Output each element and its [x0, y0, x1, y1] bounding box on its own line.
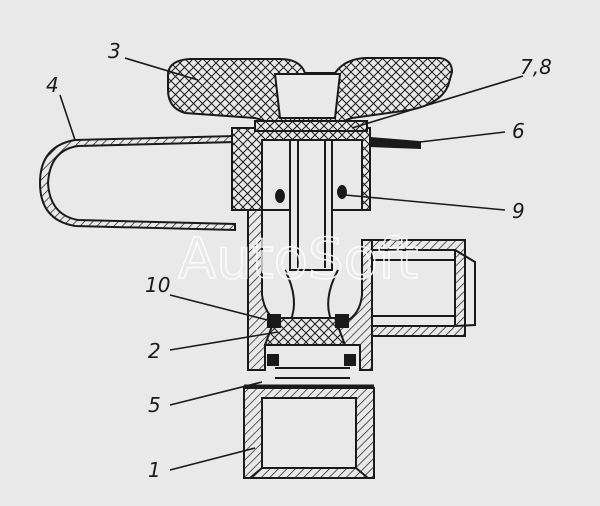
callout-1: 1: [148, 458, 161, 482]
gasket-7-8: [254, 120, 368, 132]
callout-9: 9: [512, 199, 525, 223]
watermark: AutoSoft: [178, 227, 419, 292]
callout-2: 2: [148, 339, 161, 363]
spring: [275, 367, 350, 379]
callout-6: 6: [512, 119, 525, 143]
seat-seals: [267, 314, 356, 366]
callout-4: 4: [46, 73, 59, 97]
valve-drawing: [38, 57, 476, 479]
callout-10: 10: [145, 273, 170, 297]
seal-9: [275, 185, 347, 203]
washer-6: [369, 136, 421, 150]
callout-5: 5: [148, 393, 161, 417]
callout-labels: 3 4 7,8 6 9 10 2 5 1: [46, 39, 552, 482]
leader-lines: [59, 57, 524, 471]
callout-3: 3: [108, 39, 121, 63]
handle-arm: [38, 134, 236, 232]
valve-disc: [263, 317, 347, 346]
callout-7-8: 7,8: [520, 55, 552, 79]
